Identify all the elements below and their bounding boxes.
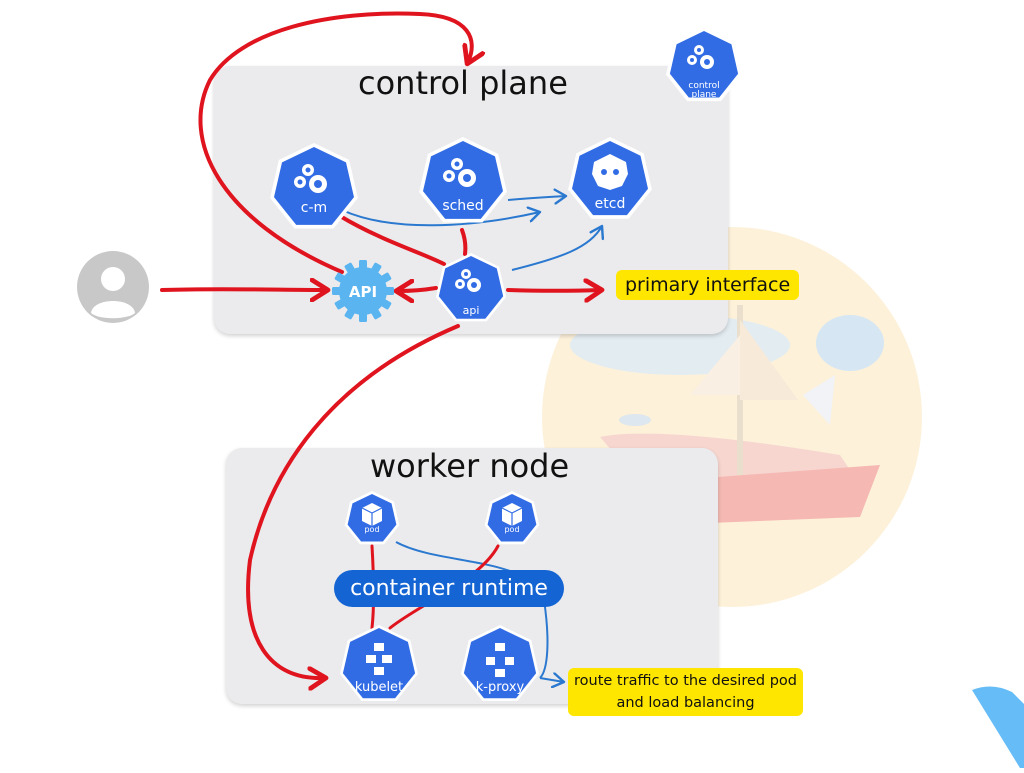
pod-right-label: pod — [504, 525, 520, 534]
corner-decoration — [962, 684, 1024, 773]
etcd-node: etcd — [566, 136, 654, 224]
arrow-api-to-etcd — [511, 226, 602, 271]
pod-left-label: pod — [364, 525, 380, 534]
line-sched-to-api — [460, 228, 468, 256]
arrow-api-to-primary — [506, 290, 600, 291]
route-traffic-note: route traffic to the desired pod and loa… — [568, 668, 803, 716]
kproxy-node: k-proxy — [459, 624, 541, 706]
cube-icon — [344, 491, 400, 545]
etcd-label: etcd — [594, 196, 626, 212]
kubernetes-heptagon-icon — [435, 253, 507, 322]
worker-node-title: worker node — [370, 447, 570, 485]
api-gear-label: API — [349, 283, 377, 301]
kubernetes-heptagon-icon — [461, 625, 539, 701]
pod-left: pod — [344, 490, 400, 548]
arrow-sched-to-etcd — [507, 196, 566, 200]
primary-interface-note: primary interface — [616, 270, 800, 300]
kubernetes-heptagon-icon — [340, 625, 418, 701]
control-plane-badge: control plane — [664, 26, 744, 106]
control-plane-title: control plane — [358, 64, 568, 102]
sched-label: sched — [442, 198, 484, 214]
arrow-kproxy-to-note — [539, 678, 564, 682]
arrow-api-to-gear — [398, 288, 438, 291]
api-node: api — [434, 252, 508, 326]
arrow-user-to-api — [160, 289, 326, 290]
kubelet-node: kubelet — [338, 624, 420, 706]
cm-node: c-m — [268, 142, 360, 234]
user-avatar-icon — [77, 251, 149, 328]
arrow-cm-to-etcd — [341, 210, 540, 227]
route-traffic-line1: route traffic to the desired pod — [574, 673, 797, 689]
gear-icon: API — [320, 248, 406, 334]
api-label: api — [462, 304, 480, 317]
cube-icon — [484, 491, 540, 545]
kubernetes-heptagon-icon — [270, 143, 358, 229]
etcd-robot-icon — [568, 137, 652, 219]
arrow-api-to-kubelet — [246, 324, 460, 678]
kubelet-label: kubelet — [354, 680, 404, 695]
control-plane-badge-label: control plane — [688, 81, 720, 100]
pod-right: pod — [484, 490, 540, 548]
route-traffic-line2: and load balancing — [616, 695, 755, 711]
kubernetes-heptagon-icon — [419, 137, 507, 223]
cm-label: c-m — [300, 200, 328, 216]
arrow-loop-to-cp — [198, 11, 471, 274]
kubernetes-heptagon-icon — [666, 27, 742, 102]
kproxy-label: k-proxy — [475, 680, 525, 695]
api-gear-icon: API — [320, 248, 406, 334]
sched-node: sched — [417, 136, 509, 228]
line-cm-to-api — [338, 214, 446, 266]
container-runtime-bar: container runtime — [334, 570, 564, 607]
